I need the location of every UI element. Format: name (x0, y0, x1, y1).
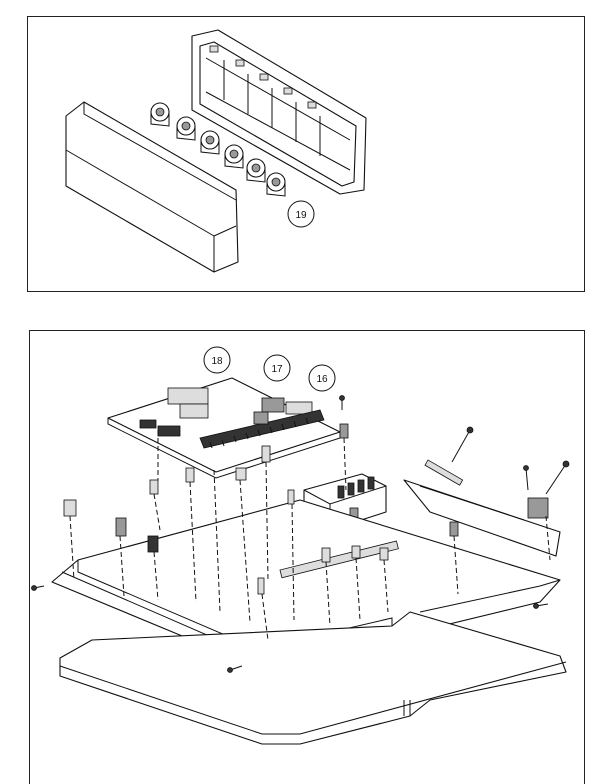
front-housing-shell (65, 101, 239, 273)
rear-housing-shell (191, 29, 367, 195)
component-parts (63, 423, 459, 595)
svg-text:17: 17 (271, 364, 283, 375)
svg-text:19: 19 (295, 210, 307, 221)
circuit-board (107, 377, 341, 479)
svg-text:18: 18 (211, 356, 223, 367)
callout-18: 18 (203, 346, 231, 374)
callout-17: 17 (263, 354, 291, 382)
callout-19: 19 (287, 200, 315, 228)
base-plate (59, 611, 567, 745)
assembly-guide-lines (69, 430, 551, 641)
terminal-block-connectors (150, 102, 286, 197)
screws (31, 395, 570, 673)
svg-text:16: 16 (316, 374, 328, 385)
callout-16: 16 (308, 364, 336, 392)
